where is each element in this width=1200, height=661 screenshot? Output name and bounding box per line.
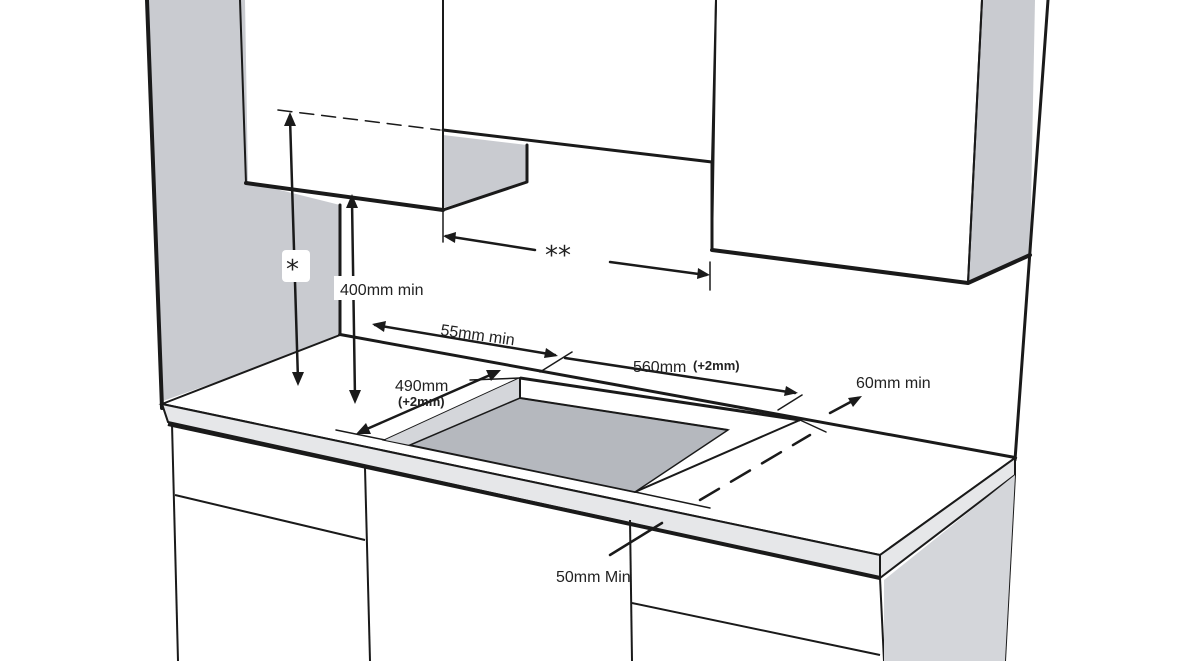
cabinet-gap-dimension-b bbox=[608, 260, 708, 277]
upper-cabinet-right bbox=[711, 0, 983, 284]
wall-height-label: 400mm min bbox=[340, 282, 424, 299]
cutout-width-tolerance: (+2mm) bbox=[693, 358, 740, 373]
cabinet-gap-dimension-a bbox=[444, 234, 537, 252]
cabinet-gap-label: ** bbox=[545, 241, 571, 271]
cutout-depth-tolerance: (+2mm) bbox=[398, 394, 445, 409]
front-distance-dimension bbox=[608, 521, 664, 557]
left-wall bbox=[147, 0, 340, 402]
cutout-depth-dimension bbox=[358, 370, 499, 434]
rear-distance-dimension bbox=[373, 323, 557, 357]
cutout-depth-label: 490mm bbox=[395, 378, 448, 395]
clearance-label: * bbox=[286, 255, 299, 285]
upper-cabinet-left bbox=[239, 0, 444, 211]
front-distance-label: 50mm Min bbox=[556, 569, 631, 586]
cutout-width-label: 560mm bbox=[633, 359, 686, 376]
base-cabinet-left bbox=[171, 423, 179, 661]
cutout-width-dimension bbox=[563, 356, 797, 395]
left-cabinet-side bbox=[443, 135, 527, 208]
cutout-inner-left bbox=[385, 378, 520, 445]
right-cabinet-side bbox=[968, 0, 1035, 283]
base-cabinet-side bbox=[884, 475, 1015, 661]
clearance-reference-line bbox=[277, 109, 441, 131]
side-depth-dashed bbox=[698, 433, 812, 502]
left-frame-line bbox=[145, 0, 164, 410]
clearance-dimension bbox=[288, 116, 300, 382]
right-frame-line bbox=[1013, 0, 1050, 462]
upper-cabinet-middle bbox=[442, 0, 717, 163]
rear-distance-label: 55mm min bbox=[439, 322, 515, 349]
side-distance-label: 60mm min bbox=[856, 375, 931, 392]
